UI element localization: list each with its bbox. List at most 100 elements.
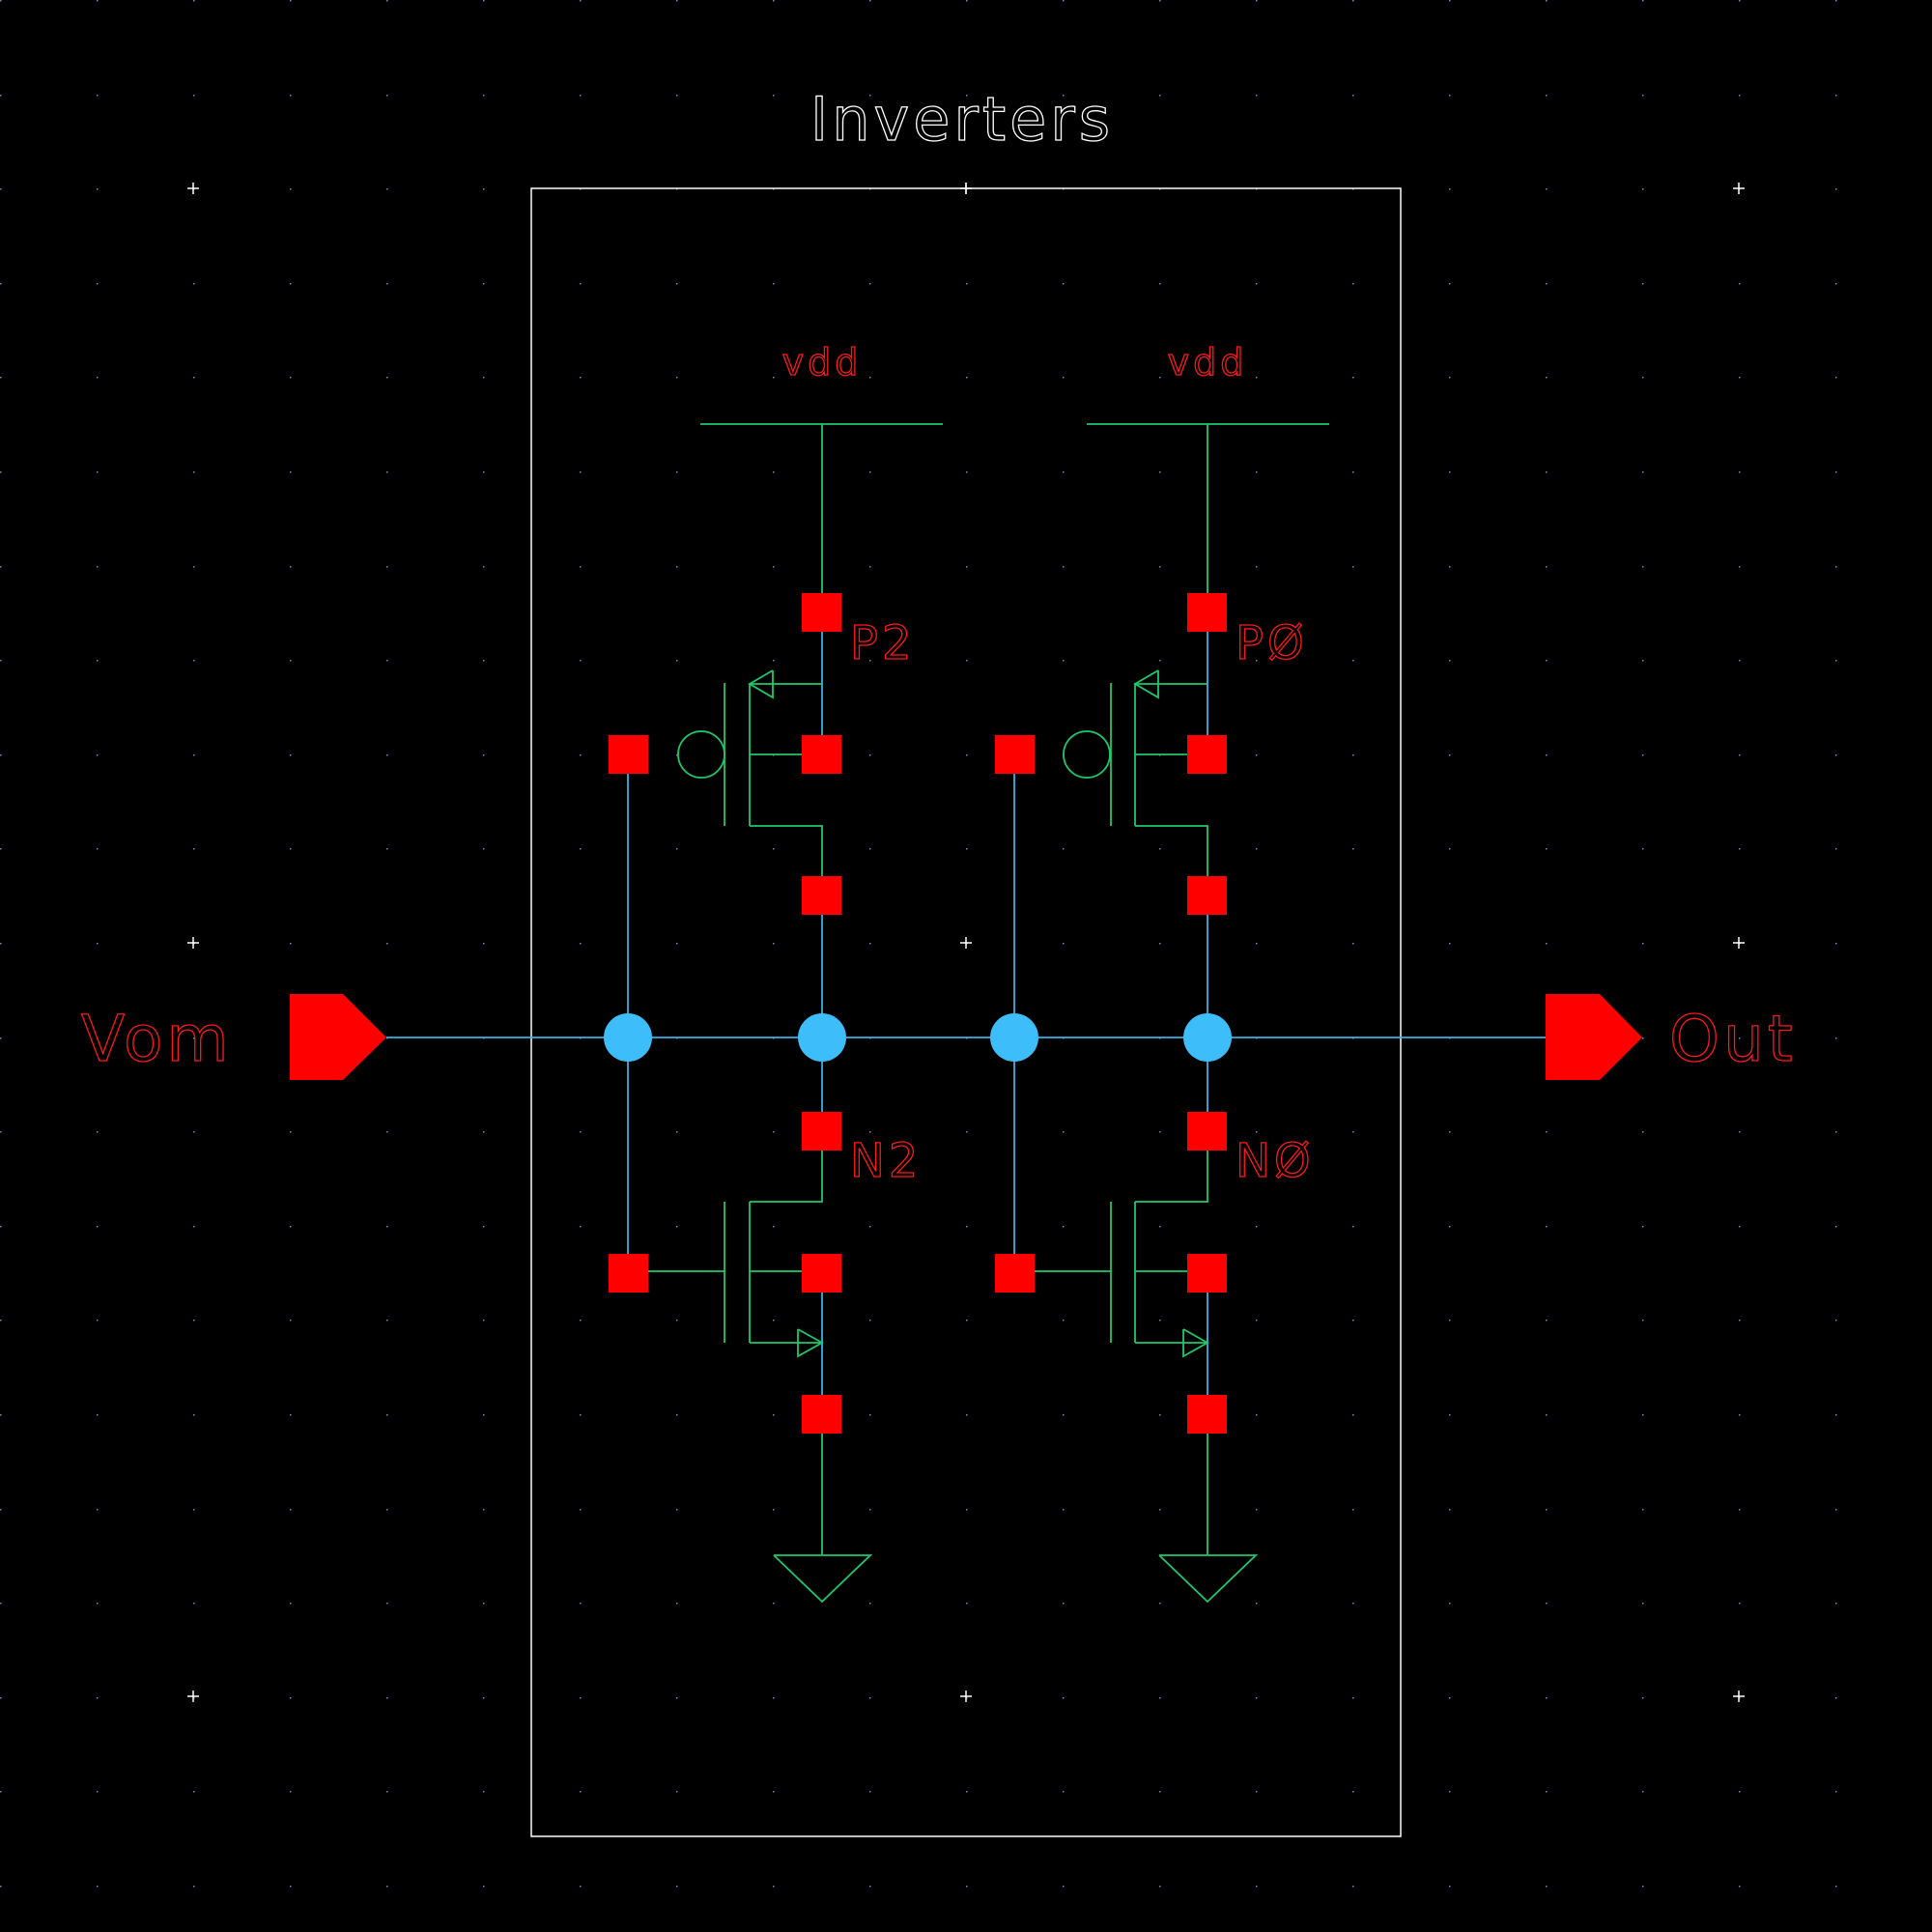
junction-dot[interactable]: [990, 1013, 1038, 1062]
grid-dot: [1159, 1320, 1161, 1321]
junction-dot[interactable]: [798, 1013, 846, 1062]
grid-dot: [1256, 943, 1258, 945]
pin-square[interactable]: [1187, 1395, 1227, 1434]
grid-dot: [1546, 377, 1548, 379]
pin-square[interactable]: [802, 593, 841, 632]
pin-square[interactable]: [995, 735, 1035, 774]
pmos-bubble-icon: [1063, 730, 1111, 779]
junction-dot[interactable]: [1183, 1013, 1232, 1062]
grid-dot: [1739, 377, 1741, 379]
grid-dot: [966, 1414, 968, 1416]
grid-dot: [483, 1131, 485, 1133]
grid-dot: [1546, 943, 1548, 945]
grid-dot: [676, 283, 678, 285]
pin-square[interactable]: [802, 1112, 841, 1151]
grid-dot: [773, 1509, 775, 1511]
grid-dot: [1449, 0, 1451, 2]
grid-dot: [1063, 1697, 1065, 1699]
grid-dot: [193, 1603, 195, 1605]
grid-dot: [580, 943, 582, 945]
grid-dot: [97, 0, 99, 2]
grid-dot: [1256, 566, 1258, 568]
grid-dot: [1063, 660, 1065, 662]
grid-dot: [676, 1791, 678, 1793]
grid-dot: [0, 1603, 2, 1605]
grid-dot: [1546, 1697, 1548, 1699]
grid-dot: [386, 283, 388, 285]
grid-dot: [580, 95, 582, 97]
output-pin-icon[interactable]: [1546, 994, 1642, 1080]
grid-dot: [0, 1226, 2, 1228]
pin-square[interactable]: [1187, 876, 1227, 915]
pin-square[interactable]: [1187, 1254, 1227, 1293]
pin-square[interactable]: [802, 1395, 841, 1434]
pin-square[interactable]: [802, 1254, 841, 1293]
grid-dot: [869, 471, 871, 473]
nmos-arrow-icon: [1182, 1328, 1209, 1358]
grid-dot: [193, 1320, 195, 1321]
grid-dot: [1642, 283, 1644, 285]
grid-dot: [676, 1320, 678, 1321]
grid-dot: [1352, 95, 1354, 97]
pin-square[interactable]: [1187, 1112, 1227, 1151]
pin-square[interactable]: [995, 1254, 1035, 1293]
grid-dot: [1256, 283, 1258, 285]
input-pin-icon[interactable]: [290, 994, 386, 1080]
grid-dot: [386, 1131, 388, 1133]
grid-dot: [97, 1886, 99, 1888]
pin-square[interactable]: [609, 1254, 648, 1293]
grid-dot: [676, 566, 678, 568]
grid-dot: [1449, 377, 1451, 379]
grid-dot: [966, 283, 968, 285]
pin-square[interactable]: [802, 876, 841, 915]
grid-dot: [676, 943, 678, 945]
grid-dot: [1835, 660, 1837, 662]
grid-dot: [1063, 1131, 1065, 1133]
grid-dot: [676, 1226, 678, 1228]
grid-dot: [1063, 1603, 1065, 1605]
grid-dot: [290, 754, 292, 756]
grid-dot: [580, 1226, 582, 1228]
grid-dot: [0, 283, 2, 285]
grid-dot: [1352, 660, 1354, 662]
grid-dot: [1739, 95, 1741, 97]
grid-dot: [193, 754, 195, 756]
grid-dot: [1256, 1791, 1258, 1793]
grid-dot: [0, 1791, 2, 1793]
pin-square[interactable]: [802, 735, 841, 774]
grid-dot: [1546, 754, 1548, 756]
grid-dot: [0, 1886, 2, 1888]
grid-dot: [290, 283, 292, 285]
ground-icon: [1158, 1554, 1259, 1604]
grid-dot: [1256, 754, 1258, 756]
grid-dot: [97, 95, 99, 97]
grid-dot: [483, 1509, 485, 1511]
pin-square[interactable]: [1187, 735, 1227, 774]
grid-dot: [1835, 1791, 1837, 1793]
grid-dot: [483, 1791, 485, 1793]
grid-dot: [1449, 188, 1451, 190]
grid-dot: [1352, 0, 1354, 2]
grid-dot: [966, 377, 968, 379]
grid-dot: [97, 377, 99, 379]
grid-dot: [97, 1037, 99, 1039]
output-port-label: Out: [1669, 1002, 1797, 1076]
grid-dot: [1449, 1226, 1451, 1228]
grid-dot: [1449, 754, 1451, 756]
grid-dot: [869, 1131, 871, 1133]
grid-dot: [1352, 566, 1354, 568]
grid-dot: [0, 1320, 2, 1321]
grid-dot: [193, 471, 195, 473]
grid-dot: [1159, 848, 1161, 850]
pin-square[interactable]: [1187, 593, 1227, 632]
grid-dot: [1449, 1320, 1451, 1321]
grid-dot: [1642, 1603, 1644, 1605]
grid-dot: [290, 1886, 292, 1888]
grid-dot: [1739, 1603, 1741, 1605]
grid-dot: [386, 188, 388, 190]
pin-square[interactable]: [609, 735, 648, 774]
grid-dot: [1835, 283, 1837, 285]
grid-dot: [676, 660, 678, 662]
junction-dot[interactable]: [604, 1013, 652, 1062]
